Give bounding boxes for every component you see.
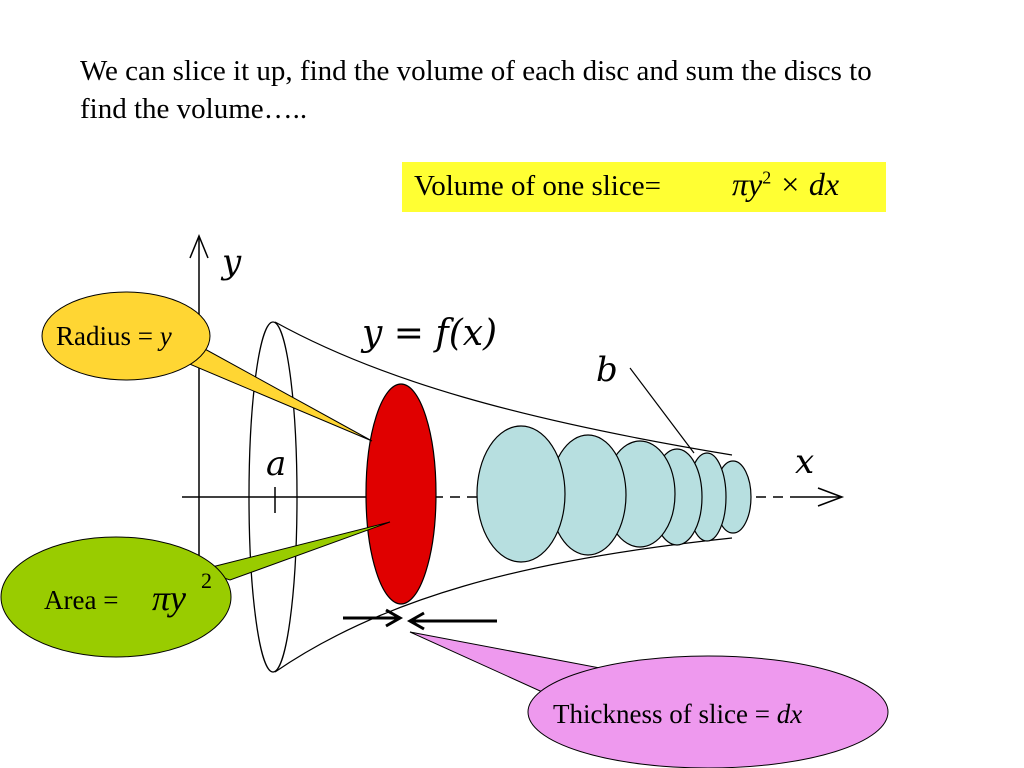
radius-callout-tail [178,347,373,442]
disc [476,425,566,563]
thickness-right-arrowhead-icon [406,611,425,631]
formula-times-dx: × dx [779,166,840,202]
formula-pi-y: πy [732,166,763,202]
area-callout-exp: 2 [201,568,212,593]
radius-callout-text: Radius = y [56,321,172,351]
x-axis-label: x [795,442,814,482]
lower-curve [274,537,733,673]
volume-formula-box: Volume of one slice= πy2 × dx [402,162,886,212]
upper-curve [274,321,733,456]
curve-label: y = f(x) [360,313,497,354]
area-callout-var: πy [152,578,186,618]
intro-text: We can slice it up, find the volume of e… [80,55,872,125]
y-axis-label: y [220,242,242,282]
area-callout-text: Area = [44,585,118,615]
volume-formula-expression: πy2 × dx [732,166,839,203]
b-label: b [596,350,618,390]
b-pointer-line [629,367,695,454]
radius-callout [41,291,211,381]
thickness-left-arrowhead-icon [385,608,404,628]
area-callout [0,536,232,658]
formula-exponent: 2 [762,167,772,188]
left-end-ellipse [248,321,298,673]
red-slice [365,383,437,605]
volume-formula-label: Volume of one slice= [414,170,661,202]
y-axis-arrow-icon [189,234,209,259]
x-axis-arrow-icon [817,487,845,507]
thickness-callout-text: Thickness of slice = dx [553,699,802,729]
a-label: a [266,444,286,484]
thickness-callout [527,655,889,768]
